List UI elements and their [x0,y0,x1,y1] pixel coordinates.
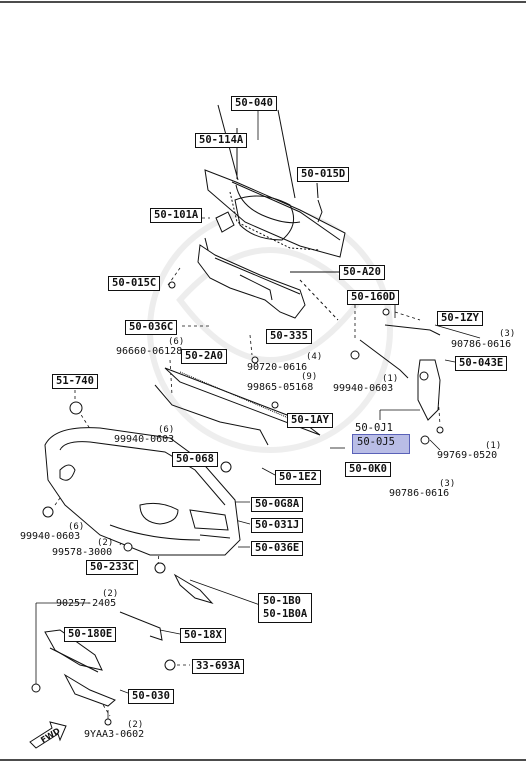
part-90786-0616-a[interactable]: 90786-0616 [451,339,512,350]
part-99769-0520[interactable]: 99769-0520 [437,450,498,461]
bracket-a20-drawing [197,237,340,321]
label-50-0j1[interactable]: 50-0J1 [355,422,393,434]
qty-6-b: (6) [158,425,175,435]
label-50-040[interactable]: 50-040 [231,96,277,111]
part-99865-05168[interactable]: 99865-05168 [247,382,314,393]
label-50-1b0a: 50-1B0A [263,608,308,620]
label-50-233c[interactable]: 50-233C [86,560,139,575]
qty-1-b: (1) [485,441,502,451]
solid-leaders [35,110,481,722]
qty-9: (9) [301,372,318,382]
label-50-043e[interactable]: 50-043E [455,356,508,371]
label-50-031j[interactable]: 50-031J [251,518,304,533]
fwd-arrow-icon [29,721,67,749]
label-50-1zy[interactable]: 50-1ZY [437,311,483,326]
label-50-180e[interactable]: 50-180E [64,627,117,642]
label-51-740[interactable]: 51-740 [52,374,98,389]
label-50-2a0[interactable]: 50-2A0 [181,349,227,364]
part-9yaa3-0602[interactable]: 9YAA3-0602 [84,729,145,740]
label-50-0j5[interactable]: 50-0J5 [357,436,395,448]
qty-6-c: (6) [68,522,85,532]
highlight-box[interactable] [352,434,410,454]
qty-2-a: (2) [97,538,114,548]
qty-3-a: (3) [499,329,516,339]
label-50-015d[interactable]: 50-015D [297,167,350,182]
label-50-a20[interactable]: 50-A20 [339,265,385,280]
qty-4: (4) [306,352,323,362]
label-50-114a[interactable]: 50-114A [195,133,248,148]
qty-1-a: (1) [382,374,399,384]
label-50-068[interactable]: 50-068 [172,452,218,467]
label-50-030[interactable]: 50-030 [128,689,174,704]
part-99940-0603-c[interactable]: 99940-0603 [20,531,81,542]
strip-drawing [154,367,321,446]
label-50-18x[interactable]: 50-18X [180,628,226,643]
part-99940-0603-b[interactable]: 99940-0603 [114,434,175,445]
right-bracket-drawing [350,308,444,445]
label-50-036e[interactable]: 50-036E [251,541,304,556]
lower-parts-drawing [31,281,279,726]
label-50-1b0-group[interactable]: 50-1B0 50-1B0A [258,593,313,623]
label-50-1b0: 50-1B0 [263,595,301,607]
qty-6-a: (6) [168,337,185,347]
part-96660-06128[interactable]: 96660-06128 [116,346,183,357]
part-90720-0616[interactable]: 90720-0616 [247,362,308,373]
label-50-1ay[interactable]: 50-1AY [287,413,333,428]
label-50-1e2[interactable]: 50-1E2 [275,470,321,485]
label-33-693a[interactable]: 33-693A [192,659,245,674]
part-90786-0616-b[interactable]: 90786-0616 [389,488,450,499]
upper-reinforcement-drawing [204,104,346,258]
part-90257-2405[interactable]: 90257-2405 [56,598,117,609]
label-50-160d[interactable]: 50-160D [347,290,400,305]
label-50-101a[interactable]: 50-101A [150,208,203,223]
label-50-015c[interactable]: 50-015C [108,276,161,291]
part-99940-0603-a[interactable]: 99940-0603 [333,383,394,394]
part-99578-3000[interactable]: 99578-3000 [52,547,113,558]
label-50-036c[interactable]: 50-036C [125,320,178,335]
label-50-335[interactable]: 50-335 [266,329,312,344]
qty-3-b: (3) [439,479,456,489]
qty-2-c: (2) [127,720,144,730]
label-50-0g8a[interactable]: 50-0G8A [251,497,304,512]
label-50-0k0[interactable]: 50-0K0 [345,462,391,477]
qty-2-b: (2) [102,589,119,599]
